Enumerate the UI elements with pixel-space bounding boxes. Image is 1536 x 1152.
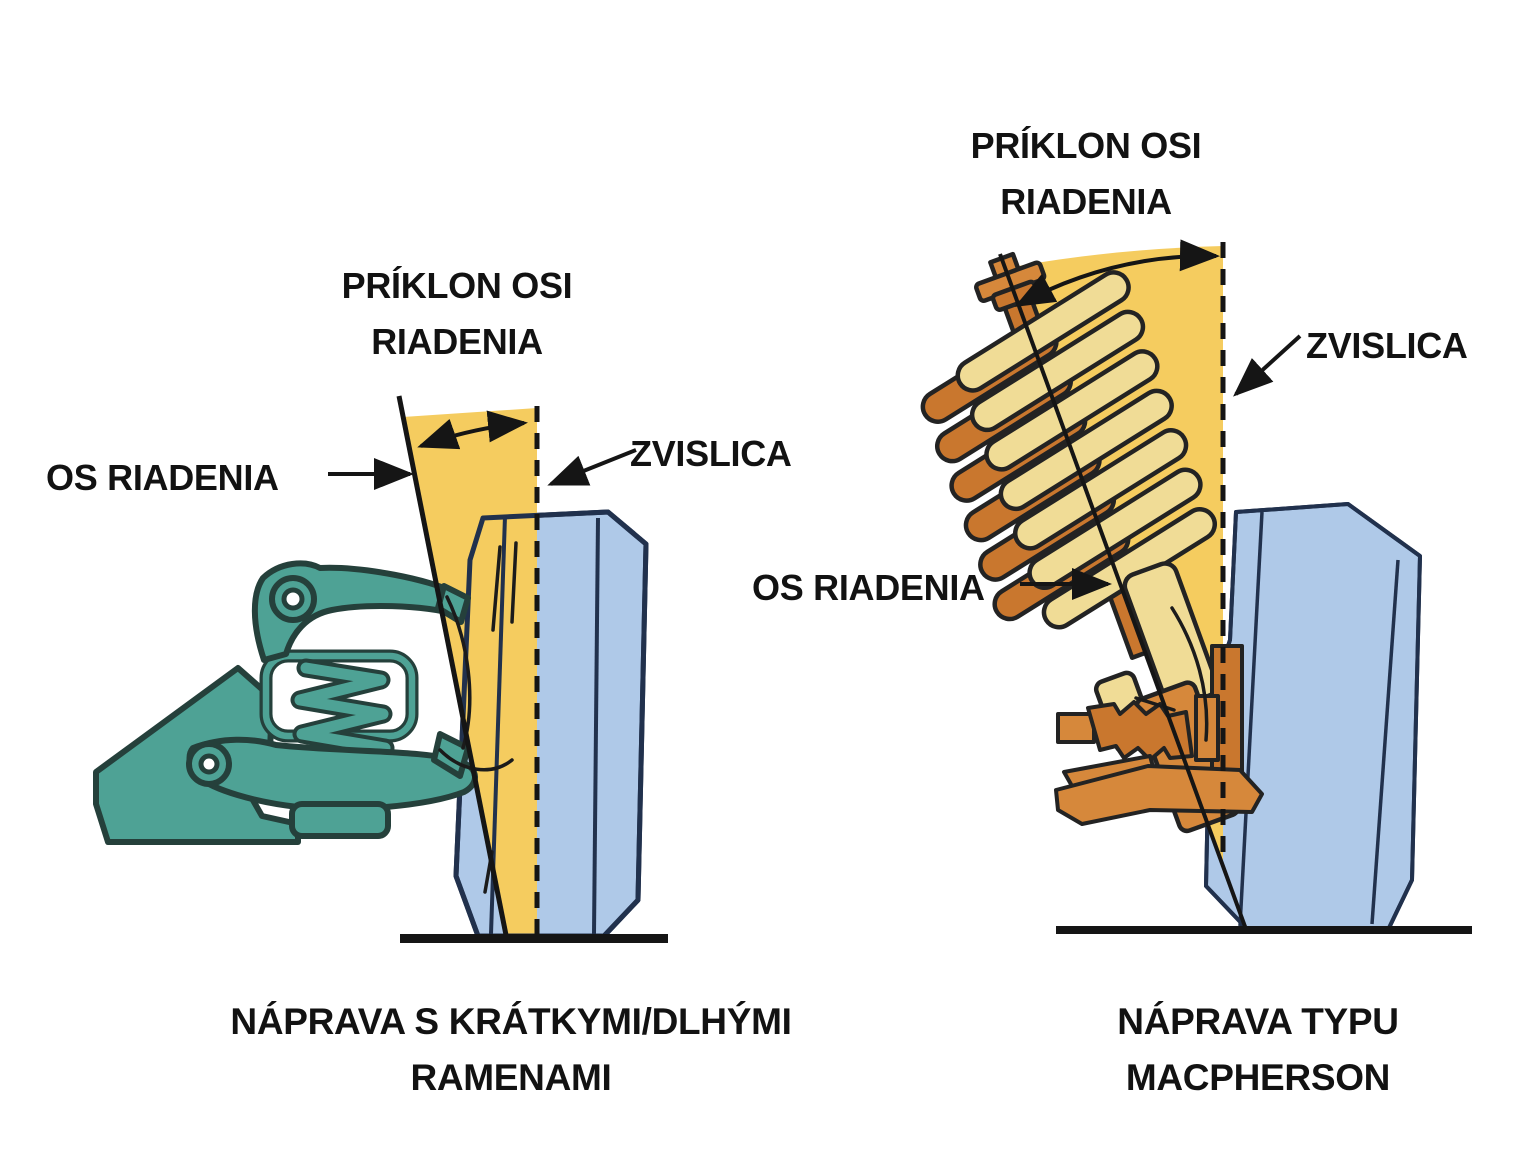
right-knuckle-assembly xyxy=(1054,644,1264,826)
left-ground-line xyxy=(400,934,668,943)
cv-boot xyxy=(1086,700,1194,762)
left-suspension-assembly xyxy=(93,560,478,845)
left-title: PRÍKLON OSI RIADENIA xyxy=(342,258,573,370)
left-vertical-label: ZVISLICA xyxy=(630,433,792,474)
left-knuckle-lines xyxy=(438,541,518,894)
right-caption-line2: MACPHERSON xyxy=(1125,1056,1391,1098)
right-ground-line xyxy=(1056,926,1472,934)
right-lower-control-arm xyxy=(1054,764,1264,826)
drive-shaft xyxy=(1056,712,1096,744)
right-caption-line1: NÁPRAVA TYPU xyxy=(1117,1001,1399,1042)
right-vertical-arrow xyxy=(1233,334,1302,397)
left-caption-line1: NÁPRAVA S KRÁTKYMI/DLHÝMI xyxy=(230,1001,792,1042)
right-steering-axis-label: OS RIADENIA xyxy=(752,567,985,608)
left-angle-arc-arrow xyxy=(417,410,528,450)
right-diagram-art xyxy=(920,239,1472,934)
right-angle-arc-arrow xyxy=(1014,239,1220,307)
right-vertical-label: ZVISLICA xyxy=(1306,325,1468,366)
right-title: PRÍKLON OSI RIADENIA xyxy=(971,118,1202,230)
left-caption-line2: RAMENAMI xyxy=(410,1056,612,1098)
left-vertical-arrow xyxy=(547,448,637,486)
right-knuckle-lines xyxy=(1134,606,1209,742)
right-title-line2: RIADENIA xyxy=(1000,180,1172,222)
left-steering-axis-label: OS RIADENIA xyxy=(46,457,279,498)
right-title-line1: PRÍKLON OSI xyxy=(970,125,1202,166)
left-diagram-art xyxy=(93,395,668,943)
left-caption: NÁPRAVA S KRÁTKYMI/DLHÝMI RAMENAMI xyxy=(230,994,792,1105)
spring-seat xyxy=(289,801,391,839)
right-caption: NÁPRAVA TYPU MACPHERSON xyxy=(1117,994,1399,1105)
left-steering-axis-line xyxy=(396,395,510,941)
left-title-line1: PRÍKLON OSI xyxy=(341,265,573,306)
right-steering-axis-line xyxy=(998,253,1249,933)
left-arrows xyxy=(328,410,637,490)
right-arrows xyxy=(1014,239,1302,600)
left-title-line2: RIADENIA xyxy=(371,320,543,362)
